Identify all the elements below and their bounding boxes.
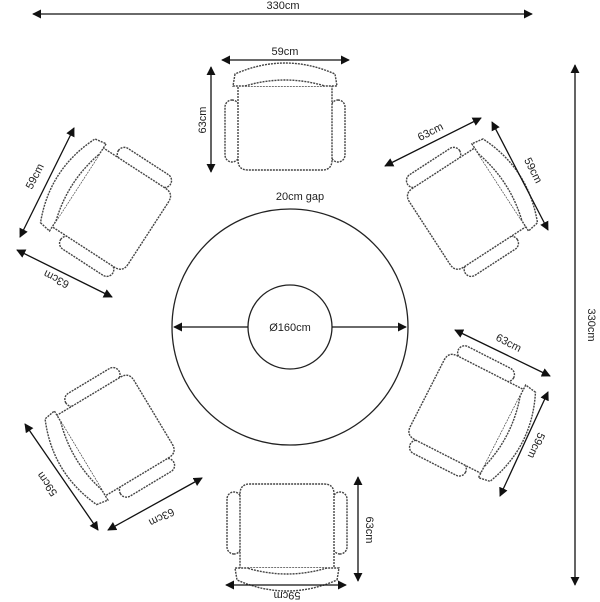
chair-bottom-left-depth-label: 63cm (147, 505, 176, 528)
overall-depth-label: 330cm (585, 308, 597, 341)
chair-top-left-depth-label: 63cm (42, 267, 71, 290)
table-diameter-label: Ø160cm (269, 322, 311, 334)
chair-top-left-width-line (19, 127, 75, 238)
chair-top-right-width-line (491, 121, 549, 231)
chair-top (224, 62, 346, 171)
chair-bottom-left-depth-line (107, 477, 203, 531)
chair-bottom-left-width-line (24, 423, 99, 531)
table-outer-circle (171, 208, 409, 446)
chair-bottom-right-depth-line (454, 329, 551, 377)
chair-top-width-label: 59cm (272, 46, 299, 58)
gap-label: 20cm gap (276, 191, 324, 203)
chair-bottom-right-width-line (499, 391, 549, 497)
chair-top-depth-label: 63cm (197, 107, 209, 134)
chair-top-right-depth-label: 63cm (416, 121, 445, 144)
chair-top-right-width-label: 59cm (521, 156, 544, 185)
chair-top-left (25, 123, 182, 285)
chair-bottom (226, 483, 348, 592)
chair-top-left-width-label: 59cm (24, 162, 47, 191)
chair-top-left-depth-line (16, 249, 113, 298)
chair-top-right-depth-line (384, 117, 482, 167)
chair-bottom-depth-label: 63cm (363, 517, 375, 544)
chair-bottom-right (399, 339, 551, 496)
chair-bottom-width-label: 59cm (274, 589, 301, 601)
chair-bottom-left-width-label: 59cm (35, 469, 60, 498)
overall-width-label: 330cm (266, 0, 299, 12)
